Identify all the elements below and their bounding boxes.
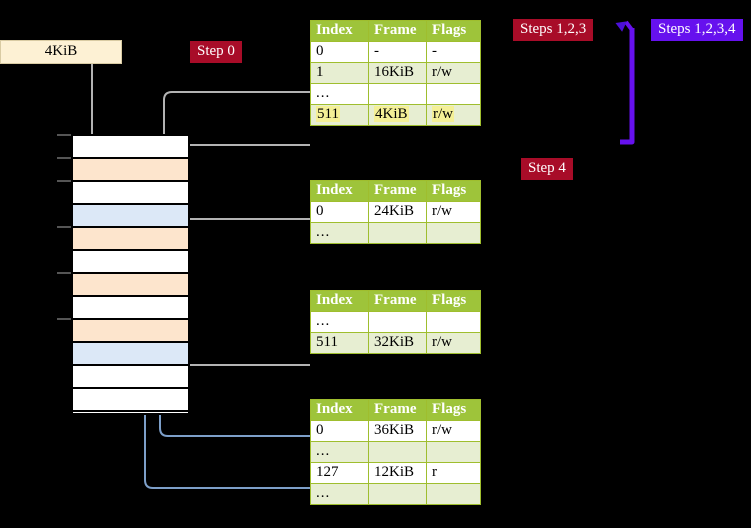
memory-size-label-text: 4KiB [44,43,78,59]
cell-flags: r/w [426,62,481,84]
cell-frame [368,483,427,505]
memory-block [73,412,188,413]
memory-block [73,228,188,251]
badge-steps-123: Steps 1,2,3 [513,19,594,41]
table-row[interactable]: ... [310,483,481,505]
memory-tick [57,272,71,274]
physical-memory-column [71,134,190,415]
cell-index: ... [310,441,369,463]
cell-flags: r/w [426,104,481,126]
cell-index-highlight: 511 [316,106,340,122]
memory-tick [57,180,71,182]
memory-block [73,274,188,297]
memory-tick [57,226,71,228]
memory-tick [57,157,71,159]
cell-index: 1 [310,62,369,84]
cell-index: 0 [310,420,369,442]
cell-frame: 12KiB [368,462,427,484]
column-header-flags: Flags [426,20,481,42]
memory-tick [57,318,71,320]
column-header-frame: Frame [368,399,427,421]
badge-steps-1234: Steps 1,2,3,4 [651,19,743,41]
table-header-row: Index Frame Flags [310,399,481,421]
cell-flags [426,83,481,105]
cell-frame: 36KiB [368,420,427,442]
table-row[interactable]: ... [310,441,481,463]
cell-index: ... [310,311,369,333]
column-header-index: Index [310,180,369,202]
cell-frame [368,311,427,333]
column-header-frame: Frame [368,20,427,42]
memory-block [73,251,188,274]
cell-frame-highlight: 4KiB [374,106,409,122]
cell-frame [368,83,427,105]
table-row[interactable]: 0 24KiB r/w [310,201,481,223]
cell-index: 511 [310,332,369,354]
cell-frame: 16KiB [368,62,427,84]
cell-index: ... [310,83,369,105]
cell-index: 127 [310,462,369,484]
table-row[interactable]: 1 16KiB r/w [310,62,481,84]
cell-index: ... [310,222,369,244]
memory-block [73,159,188,182]
page-table-pdp: Index Frame Flags 0 24KiB r/w ... [310,180,481,244]
cell-frame [368,441,427,463]
cell-index: ... [310,483,369,505]
table-header-row: Index Frame Flags [310,290,481,312]
memory-block [73,343,188,366]
cell-index: 0 [310,201,369,223]
column-header-flags: Flags [426,399,481,421]
cell-frame: 24KiB [368,201,427,223]
table-row[interactable]: ... [310,222,481,244]
table-row[interactable]: ... [310,311,481,333]
cell-flags: - [426,41,481,63]
column-header-index: Index [310,20,369,42]
cell-flags [426,483,481,505]
cell-flags-highlight: r/w [432,106,454,122]
table-row[interactable]: 511 32KiB r/w [310,332,481,354]
page-table-pd: Index Frame Flags ... 511 32KiB r/w [310,290,481,354]
table-row[interactable]: 0 - - [310,41,481,63]
memory-block [73,136,188,159]
cell-flags: r [426,462,481,484]
table-header-row: Index Frame Flags [310,180,481,202]
table-row[interactable]: 511 4KiB r/w [310,104,481,126]
cell-flags [426,311,481,333]
cell-index: 0 [310,41,369,63]
cell-frame [368,222,427,244]
memory-block [73,366,188,389]
memory-block [73,320,188,343]
cell-flags [426,222,481,244]
table-row[interactable]: 0 36KiB r/w [310,420,481,442]
column-header-flags: Flags [426,290,481,312]
column-header-flags: Flags [426,180,481,202]
column-header-index: Index [310,290,369,312]
column-header-frame: Frame [368,180,427,202]
memory-block [73,205,188,228]
memory-tick [57,134,71,136]
page-table-pt: Index Frame Flags 0 36KiB r/w ... 127 12… [310,399,481,505]
memory-block [73,389,188,412]
cell-flags: r/w [426,332,481,354]
badge-step-4: Step 4 [521,158,573,180]
memory-size-label: 4KiB [0,40,122,64]
cell-flags [426,441,481,463]
page-table-pml4: Index Frame Flags 0 - - 1 16KiB r/w ... … [310,20,481,126]
column-header-frame: Frame [368,290,427,312]
memory-block [73,297,188,320]
column-header-index: Index [310,399,369,421]
table-header-row: Index Frame Flags [310,20,481,42]
cell-frame: - [368,41,427,63]
cell-index: 511 [310,104,369,126]
cell-frame: 4KiB [368,104,427,126]
cell-flags: r/w [426,201,481,223]
memory-block [73,182,188,205]
table-row[interactable]: 127 12KiB r [310,462,481,484]
cell-flags: r/w [426,420,481,442]
cell-frame: 32KiB [368,332,427,354]
table-row[interactable]: ... [310,83,481,105]
badge-step-0: Step 0 [190,41,242,63]
